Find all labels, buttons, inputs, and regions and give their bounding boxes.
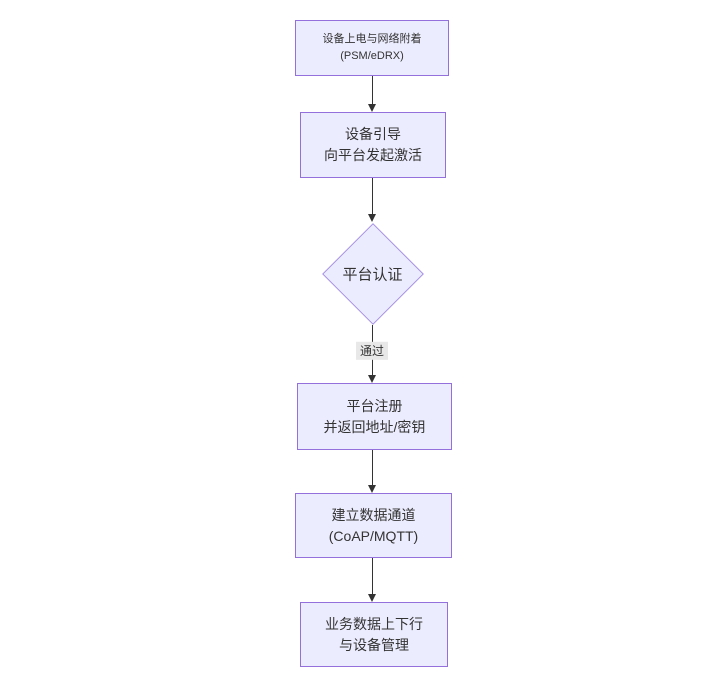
decision-label: 平台认证 <box>342 266 403 283</box>
arrowhead-down-icon <box>368 485 376 493</box>
decision-platform-auth: 平台认证 <box>321 222 424 325</box>
edge-label-pass: 通过 <box>355 341 389 361</box>
node-label-line2: 与设备管理 <box>339 636 409 653</box>
edge-line <box>372 558 373 595</box>
arrowhead-down-icon <box>368 214 376 222</box>
edge-channel-to-business <box>368 558 377 602</box>
node-label-line2: 并返回地址/密钥 <box>323 418 426 435</box>
arrowhead-down-icon <box>368 104 376 112</box>
arrowhead-down-icon <box>368 594 376 602</box>
node-label-line2: (PSM/eDRX) <box>340 50 404 62</box>
node-device-bootstrap: 设备引导 向平台发起激活 <box>300 112 446 178</box>
edge-register-to-channel <box>368 450 377 493</box>
edge-bootstrap-to-auth <box>368 178 377 222</box>
node-device-power-network-attach: 设备上电与网络附着 (PSM/eDRX) <box>295 20 449 76</box>
edge-line <box>372 178 373 215</box>
node-data-channel: 建立数据通道 (CoAP/MQTT) <box>295 493 452 558</box>
node-label-line2: (CoAP/MQTT) <box>328 527 419 544</box>
node-label-line1: 设备引导 <box>345 126 401 142</box>
node-business-data-management: 业务数据上下行 与设备管理 <box>300 602 448 667</box>
node-platform-register: 平台注册 并返回地址/密钥 <box>297 383 452 450</box>
node-label-line1: 建立数据通道 <box>331 506 416 523</box>
arrowhead-down-icon <box>368 375 376 383</box>
edge-power-to-bootstrap <box>368 76 377 112</box>
node-label-line1: 平台注册 <box>346 397 403 414</box>
edge-line <box>372 450 373 486</box>
node-label-line1: 业务数据上下行 <box>325 615 423 632</box>
node-label-line2: 向平台发起激活 <box>324 147 422 163</box>
node-label-line1: 设备上电与网络附着 <box>322 33 422 45</box>
edge-line <box>372 76 373 105</box>
